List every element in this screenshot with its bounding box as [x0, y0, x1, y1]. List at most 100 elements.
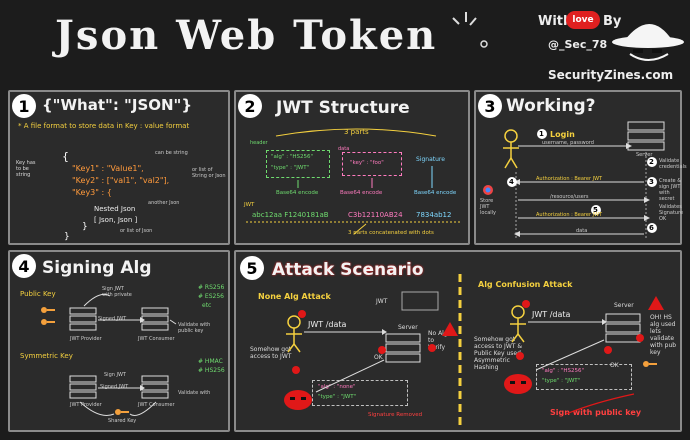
warning-icon	[442, 322, 458, 336]
signed-jwt-label: Signed JWT	[98, 316, 127, 322]
json-line-2: "Key2" : ["val1", "val2"],	[72, 176, 170, 185]
data-label: data	[338, 146, 350, 152]
server-icon	[627, 121, 665, 151]
jwt-data-request-2: JWT /data	[532, 310, 571, 319]
provider-server-icon	[69, 307, 97, 331]
hs-alg-json: "alg" : "HS256"	[542, 368, 584, 374]
somehow-access-note: Somehow got access to JWT	[250, 346, 292, 360]
json-line-3: "Key3" : {	[72, 188, 112, 197]
public-key-label: Public Key	[20, 290, 56, 298]
nested-list-label: [ Json, Json ]	[94, 216, 138, 224]
jwt-consumer-label: JWT Consumer	[138, 336, 175, 342]
none-alg-json: "alg" : "none"	[318, 384, 356, 390]
header-json-type: "type" : "JWT"	[271, 165, 310, 171]
panel-heading: JWT Structure	[276, 98, 410, 118]
signature-label: Signature	[416, 156, 445, 163]
love-heart-badge: love	[566, 11, 600, 29]
another-json-note: another Json	[148, 200, 180, 206]
panel-number: 4	[12, 254, 36, 278]
browser-icon	[483, 185, 493, 195]
header-json-alg: "alg" : "HS256"	[271, 154, 313, 160]
consumer-server-icon-2	[141, 375, 169, 399]
create-sign-note: Create & sign JWT with secret	[659, 178, 682, 202]
structure-arrows	[246, 128, 462, 235]
header-encode-label: Base64 encode	[276, 190, 319, 196]
jwt-label: JWT	[376, 298, 388, 305]
data-encode-label: Base64 encode	[340, 190, 383, 196]
panel-heading: {"What": "JSON"}	[42, 96, 193, 114]
site-name: SecurityZines.com	[548, 68, 674, 82]
hacker-icon	[284, 390, 312, 410]
somehow-access-pubkey-note: Somehow got access to JWT & Public Key u…	[474, 336, 523, 371]
consumer-server-icon	[141, 307, 169, 331]
sym-alg-1: # HMAC	[198, 358, 223, 365]
server-label: Server	[398, 324, 418, 331]
validates-signature-note: Validates Signature OK	[659, 204, 684, 222]
sign-jwt-sym-note: Sign JWT	[104, 372, 126, 378]
alg-confusion-title: Alg Confusion Attack	[478, 280, 573, 289]
sign-private-note: Sign JWT with private	[102, 286, 132, 298]
signed-jwt-sym-label: Signed JWT	[100, 384, 129, 390]
signing-diagram	[41, 293, 177, 416]
jwt-data-request: JWT /data	[308, 320, 347, 329]
token-part-header: abc12aa F1240181aB	[252, 211, 329, 219]
key-icon	[643, 361, 657, 367]
provider-server-icon-2	[69, 375, 97, 399]
header-box	[266, 150, 330, 178]
key-string-note: Key has to be string	[16, 160, 36, 178]
panel-heading: Attack Scenario	[272, 260, 424, 280]
data-response-label: data	[576, 228, 588, 234]
signature-removed-note: Signature Removed	[368, 412, 423, 418]
jwt-provider-label: JWT Provider	[70, 336, 102, 342]
asym-alg-1: # RS256	[198, 284, 225, 291]
sym-alg-2: # HS256	[198, 367, 225, 374]
none-alg-attack-title: None Alg Attack	[258, 292, 331, 301]
login-label: Login	[550, 130, 575, 139]
step-3-number: 3	[649, 178, 654, 186]
or-list-note: or list of Json	[120, 228, 153, 234]
can-be-string-note: can be string	[155, 150, 188, 156]
jwt-label: JWT	[244, 202, 255, 208]
asym-alg-3: etc	[202, 302, 212, 309]
panel-what-json: 1 {"What": "JSON"} * A file format to st…	[8, 90, 230, 245]
json-close-brace-2: }	[64, 232, 70, 242]
json-description: * A file format to store data in Key : v…	[18, 122, 190, 130]
no-alg-note: No Alg to Verify	[428, 330, 448, 351]
jwt-card-icon	[401, 291, 439, 311]
panel-number: 2	[238, 94, 262, 118]
validate-credentials-note: Validate credentials	[659, 158, 687, 170]
hacker-icon-2	[504, 374, 532, 394]
asym-alg-2: # ES256	[198, 293, 224, 300]
shared-key-icon	[115, 409, 129, 415]
resource-path: /resource/users	[550, 194, 589, 200]
user-icon-2	[510, 305, 526, 343]
panel-attack-scenario: 5 Attack Scenario None Alg Attack Alg Co…	[234, 250, 682, 432]
hs-validate-note: OH! HS alg used lets validate with pub k…	[650, 314, 677, 356]
header-label: header	[250, 140, 268, 146]
page-title: Json Web Token	[55, 12, 438, 59]
user-icon	[503, 129, 519, 169]
token-part-data: C3b12110AB24	[348, 211, 403, 219]
attack-diagram	[284, 274, 664, 426]
step-4-number: 4	[509, 178, 514, 186]
credentials-label: username, password	[542, 140, 594, 146]
shared-key-label: Shared Key	[108, 418, 137, 424]
key-icon	[41, 307, 55, 325]
auth-header-1: Authorization : Bearer JWT	[536, 176, 603, 182]
token-part-signature: 7834ab12	[416, 211, 452, 219]
working-diagram	[483, 121, 665, 240]
sign-public-key-note: Sign with public key	[550, 408, 642, 417]
step-1-number: 1	[539, 130, 544, 138]
by-text: By	[603, 14, 622, 29]
user-icon	[286, 315, 302, 353]
jwt-provider-sym-label: JWT Provider	[70, 402, 102, 408]
sparkle-icon	[452, 12, 477, 26]
data-box	[342, 152, 402, 176]
panel-number: 1	[12, 94, 36, 118]
panel-working: 3 Working?	[474, 90, 687, 245]
warning-icon-2	[648, 296, 664, 310]
server-label-2: Server	[614, 302, 634, 309]
server-icon-2	[605, 313, 641, 343]
panel-number: 5	[240, 256, 264, 280]
